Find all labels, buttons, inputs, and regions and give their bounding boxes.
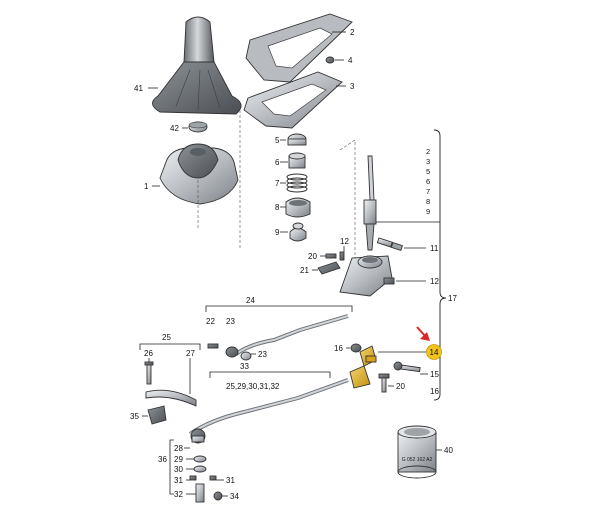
label-12b: 12 <box>430 277 439 286</box>
label-17-item-6: 9 <box>426 207 430 216</box>
label-23a: 23 <box>226 317 235 326</box>
part-bolt-26 <box>144 361 154 385</box>
part-spring-7 <box>286 173 308 193</box>
label-17-item-0: 2 <box>426 147 430 156</box>
part-bush-6 <box>288 152 306 169</box>
label-5: 5 <box>275 136 280 145</box>
bracket-24 <box>205 305 353 312</box>
label-9: 9 <box>275 228 280 237</box>
label-8: 8 <box>275 203 280 212</box>
part-cable-24 <box>225 314 349 358</box>
label-4: 4 <box>348 56 353 65</box>
label-22: 22 <box>206 317 215 326</box>
label-16b: 16 <box>430 387 439 396</box>
label-31b: 31 <box>226 476 235 485</box>
label-17-item-1: 3 <box>426 157 430 166</box>
red-arrow-icon <box>416 326 430 341</box>
label-33-list: 25,29,30,31,32 <box>226 382 280 391</box>
part-screw-12a <box>339 251 345 261</box>
label-7: 7 <box>275 179 280 188</box>
label-17: 17 <box>448 294 457 303</box>
bracket-17 <box>433 129 447 401</box>
label-26: 26 <box>144 349 153 358</box>
label-21: 21 <box>300 266 309 275</box>
part-gasket-2 <box>245 13 353 83</box>
part-pin-11 <box>376 237 403 251</box>
part-lever-end-28 <box>190 428 206 444</box>
label-20b: 20 <box>396 382 405 391</box>
label-17-item-2: 5 <box>426 167 430 176</box>
label-29: 29 <box>174 455 183 464</box>
can-label: G 052 162 A2 <box>402 457 433 463</box>
label-33: 33 <box>240 362 249 371</box>
bracket-33 <box>209 371 331 378</box>
part-clip-21 <box>317 261 341 275</box>
shift-boot <box>152 61 242 115</box>
part-washer-30 <box>193 465 207 473</box>
label-42: 42 <box>170 124 179 133</box>
part-clip-12b <box>383 277 395 285</box>
label-17-item-4: 7 <box>426 187 430 196</box>
part-screw-4 <box>325 56 335 64</box>
label-31a: 31 <box>174 476 183 485</box>
part-mount-35 <box>147 405 167 425</box>
part-bolt-15 <box>393 361 421 373</box>
label-12a: 12 <box>340 237 349 246</box>
part-frame-3 <box>243 71 343 129</box>
label-40: 40 <box>444 446 453 455</box>
label-3: 3 <box>350 82 355 91</box>
part-cup-8 <box>285 197 311 218</box>
part-bush-5 <box>287 133 307 146</box>
part-nut-16 <box>350 343 362 353</box>
label-6: 6 <box>275 158 280 167</box>
label-2: 2 <box>350 28 355 37</box>
highlight-marker-14: 14 <box>426 344 442 360</box>
label-32: 32 <box>174 490 183 499</box>
label-14: 14 <box>430 348 439 357</box>
label-25: 25 <box>162 333 171 342</box>
bracket-36 <box>169 439 174 495</box>
label-34: 34 <box>230 492 239 501</box>
part-ball-9 <box>289 222 307 242</box>
part-grease-can-40: G 052 162 A2 <box>397 425 437 479</box>
label-17-item-5: 8 <box>426 197 430 206</box>
gear-knob <box>183 16 215 66</box>
label-17-item-3: 6 <box>426 177 430 186</box>
label-36: 36 <box>158 455 167 464</box>
label-11: 11 <box>430 244 439 253</box>
label-27: 27 <box>186 349 195 358</box>
label-15: 15 <box>430 370 439 379</box>
part-nut-34 <box>213 491 223 501</box>
label-35: 35 <box>130 412 139 421</box>
part-pin-32 <box>195 483 205 503</box>
part-base-bracket <box>339 255 393 297</box>
label-16a: 16 <box>334 344 343 353</box>
part-ring-42 <box>188 121 208 133</box>
label-23b: 23 <box>258 350 267 359</box>
label-1: 1 <box>144 182 149 191</box>
label-28: 28 <box>174 444 183 453</box>
part-washer-23 <box>240 351 252 361</box>
part-ring-29 <box>193 455 207 463</box>
part-housing-1 <box>159 143 239 205</box>
label-24: 24 <box>246 296 255 305</box>
part-screw-20b <box>378 373 390 393</box>
part-bar-27 <box>145 389 197 407</box>
part-screw-22 <box>207 343 219 349</box>
label-30: 30 <box>174 465 183 474</box>
part-clamp-14 <box>349 345 377 389</box>
label-41: 41 <box>134 84 143 93</box>
part-shift-lever <box>363 155 377 251</box>
bracket-25 <box>139 343 201 350</box>
part-clip-31 <box>189 475 217 481</box>
label-20a: 20 <box>308 252 317 261</box>
part-screw-20a <box>325 253 337 259</box>
